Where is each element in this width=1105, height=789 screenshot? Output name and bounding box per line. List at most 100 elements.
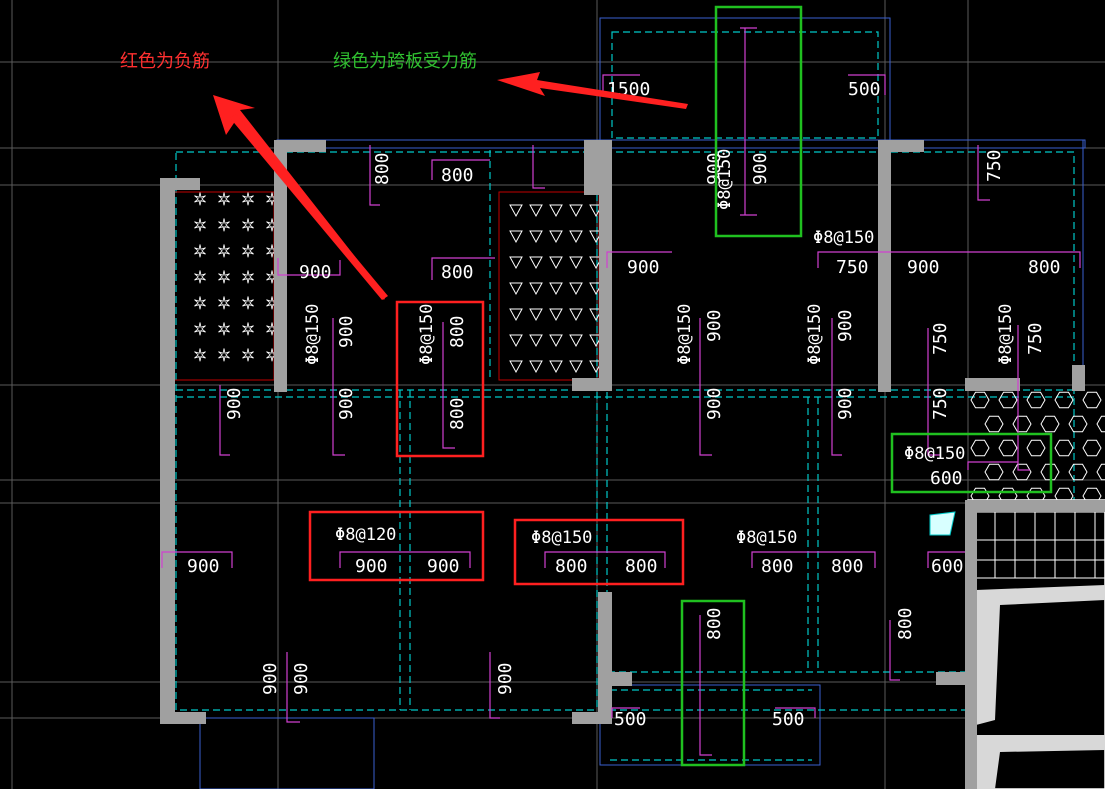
- rebar-spec-label: Φ8@150: [531, 528, 592, 548]
- dimension-label: 800: [372, 152, 393, 185]
- star-hatch-icon: ✶: [194, 212, 206, 236]
- star-hatch-icon: ✶: [242, 264, 254, 288]
- hexagon-hatch-icon: [1026, 391, 1046, 409]
- star-hatch-icon: ✶: [242, 316, 254, 340]
- dimension-label: 900: [704, 152, 725, 185]
- hexagon-hatch-icon: [1068, 415, 1088, 433]
- dimension-label: 500: [772, 709, 805, 730]
- span-rebar-box-3: [680, 599, 746, 767]
- green-arrow-icon: [497, 72, 688, 109]
- hexagon-hatch-icon: [1040, 415, 1060, 433]
- triangle-hatch-icon: [569, 308, 583, 322]
- triangle-hatch-icon: [529, 282, 543, 296]
- triangle-hatch-icon: [509, 334, 523, 348]
- triangle-hatch-icon: [569, 282, 583, 296]
- dimension-label: 900: [336, 387, 357, 420]
- rebar-spec-label: Φ8@150: [303, 304, 323, 365]
- triangle-hatch-icon: [569, 334, 583, 348]
- rebar-spec-label: Φ8@150: [417, 304, 437, 365]
- hexagon-hatch-icon: [998, 439, 1018, 457]
- rebar-spec-label: Φ8@150: [996, 304, 1016, 365]
- dimension-label: 750: [1025, 322, 1046, 355]
- star-hatch-icon: ✶: [242, 186, 254, 210]
- dimension-label: 750: [930, 322, 951, 355]
- negative-rebar-box-1: [395, 300, 485, 458]
- hexagon-hatch-icon: [1054, 391, 1074, 409]
- negative-rebar-box-3: [513, 518, 685, 586]
- star-hatch-icon: ✶: [218, 316, 230, 340]
- triangle-hatch-icon: [569, 230, 583, 244]
- dimension-label: 600: [930, 468, 963, 489]
- hexagon-hatch-icon: [970, 439, 990, 457]
- hexagon-hatch-icon: [998, 391, 1018, 409]
- rebar-spec-label: Φ8@150: [805, 304, 825, 365]
- triangle-hatch-icon: [549, 334, 563, 348]
- triangle-hatch-icon: [569, 204, 583, 218]
- hexagon-hatch-icon: [1040, 463, 1060, 481]
- dimension-label: 800: [895, 607, 916, 640]
- span-rebar-box-2: [890, 432, 1053, 494]
- hexagon-hatch-icon: [1082, 391, 1102, 409]
- star-hatch-icon: ✶: [218, 290, 230, 314]
- dimension-label: 900: [907, 257, 940, 278]
- red-arrow-shaft: [230, 114, 388, 300]
- dimension-label: 900: [627, 257, 660, 278]
- triangle-hatch-icon: [509, 204, 523, 218]
- dimension-label: 800: [447, 397, 468, 430]
- dimension-label: 900: [336, 315, 357, 348]
- rebar-spec-label: Φ8@150: [904, 444, 965, 464]
- triangle-hatch-icon: [569, 360, 583, 374]
- triangle-hatch-icon: [529, 256, 543, 270]
- star-hatch-icon: ✶: [242, 212, 254, 236]
- star-hatch-icon: ✶: [242, 290, 254, 314]
- dimension-label: 800: [831, 556, 864, 577]
- triangle-hatch-icon: [549, 204, 563, 218]
- star-hatch-icon: ✶: [194, 342, 206, 366]
- dimension-label: 800: [441, 262, 474, 283]
- hexagon-hatch-icon: [1082, 439, 1102, 457]
- star-hatch-icon: ✶: [218, 212, 230, 236]
- hexagon-hatch-icon: [984, 415, 1004, 433]
- triangle-hatch-icon: [509, 256, 523, 270]
- hexagon-hatch-icon: [1096, 415, 1105, 433]
- triangle-hatch-icon: [529, 230, 543, 244]
- dimension-label: 800: [447, 315, 468, 348]
- hexagon-hatch-icon: [1012, 463, 1032, 481]
- triangle-hatch-icon: [549, 308, 563, 322]
- dimension-label: 900: [260, 662, 281, 695]
- triangle-hatch-icon: [529, 204, 543, 218]
- star-hatch-icon: ✶: [194, 264, 206, 288]
- dimension-label: 750: [930, 387, 951, 420]
- dimension-label: 500: [614, 709, 647, 730]
- triangle-hatch-icon: [509, 282, 523, 296]
- dimension-label: 900: [495, 662, 516, 695]
- dimension-label: 900: [299, 262, 332, 283]
- dimension-label: 900: [704, 387, 725, 420]
- rebar-spec-label: Φ8@150: [715, 149, 735, 210]
- hatch-left: ✶✶✶✶✶✶✶✶✶✶✶✶✶✶✶✶✶✶✶✶✶✶✶✶✶✶✶✶: [171, 186, 278, 381]
- dimension-label: 900: [224, 387, 245, 420]
- rebar-spec-label: Φ8@150: [813, 228, 874, 248]
- legend-arrows: [213, 72, 688, 300]
- dimension-label: 900: [291, 662, 312, 695]
- dimension-label: 500: [848, 79, 881, 100]
- star-hatch-icon: ✶: [242, 342, 254, 366]
- triangle-hatch-icon: [529, 360, 543, 374]
- triangle-hatch-icon: [509, 230, 523, 244]
- triangle-hatch-icon: [549, 256, 563, 270]
- span-rebar-legend: 绿色为跨板受力筋: [333, 51, 477, 72]
- rebar-spec-label: Φ8@120: [335, 525, 396, 545]
- star-hatch-icon: ✶: [194, 290, 206, 314]
- hatch-right: [970, 391, 1105, 505]
- triangle-hatch-icon: [529, 308, 543, 322]
- dimension-label: 900: [835, 387, 856, 420]
- hatch-center: [498, 191, 603, 381]
- dimension-label: 900: [427, 556, 460, 577]
- hexagon-hatch-icon: [1096, 463, 1105, 481]
- dimension-label: 900: [835, 309, 856, 342]
- dimension-label: 750: [984, 149, 1005, 182]
- rebar-lines: [161, 27, 1081, 756]
